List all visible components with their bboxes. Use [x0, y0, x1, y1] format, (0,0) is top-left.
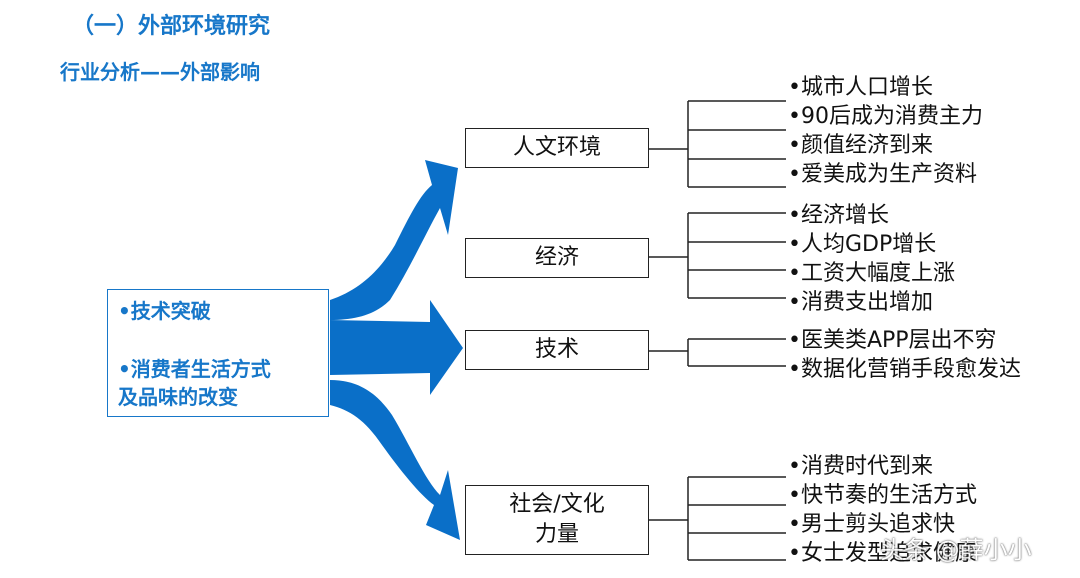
- bullet-item: •爱美成为生产资料: [788, 162, 977, 187]
- arrow-to-jishu: [330, 300, 463, 395]
- bullet-item: •人均GDP增长: [788, 232, 937, 257]
- bullet-item: •数据化营销手段愈发达: [788, 357, 1021, 382]
- bullet-item: •消费时代到来: [788, 454, 933, 479]
- page-subtitle: 行业分析——外部影响: [60, 60, 260, 84]
- category-box-jishu: 技术: [465, 330, 649, 370]
- category-label: 技术: [534, 337, 579, 362]
- driver-lifestyle-line1: •消费者生活方式: [118, 357, 271, 381]
- drivers-box: •技术突破 •消费者生活方式 及品味的改变: [107, 289, 329, 417]
- category-box-renwen: 人文环境: [465, 128, 649, 168]
- bullet-item: •快节奏的生活方式: [788, 483, 977, 508]
- category-label: 人文环境: [512, 135, 601, 160]
- arrow-to-renwen: [330, 160, 458, 320]
- bullet-item: •女士发型追求健康: [788, 541, 977, 566]
- watermark: 头条 @薛小小: [880, 536, 1032, 564]
- bullet-item: •经济增长: [788, 203, 889, 228]
- branch-arrows: [330, 160, 463, 540]
- bullet-item: •男士剪头追求快: [788, 512, 955, 537]
- bullet-item: •城市人口增长: [788, 75, 933, 100]
- category-label-line2: 力量: [534, 522, 579, 547]
- bullet-item: •消费支出增加: [788, 290, 933, 315]
- bullet-item: •颜值经济到来: [788, 133, 933, 158]
- section-title: （一）外部环境研究: [72, 14, 271, 39]
- category-label: 经济: [534, 245, 579, 270]
- driver-tech: •技术突破: [118, 299, 211, 323]
- bracket-lines: [649, 100, 786, 561]
- bullet-item: •医美类APP层出不穷: [788, 328, 997, 353]
- arrow-to-shehui: [330, 380, 460, 540]
- driver-lifestyle-line2: 及品味的改变: [118, 385, 238, 409]
- category-box-jingji: 经济: [465, 238, 649, 278]
- bullet-item: •90后成为消费主力: [788, 104, 983, 129]
- bullet-item: •工资大幅度上涨: [788, 261, 955, 286]
- category-box-shehui: 社会/文化 力量: [465, 485, 649, 555]
- category-label-line1: 社会/文化: [509, 492, 605, 517]
